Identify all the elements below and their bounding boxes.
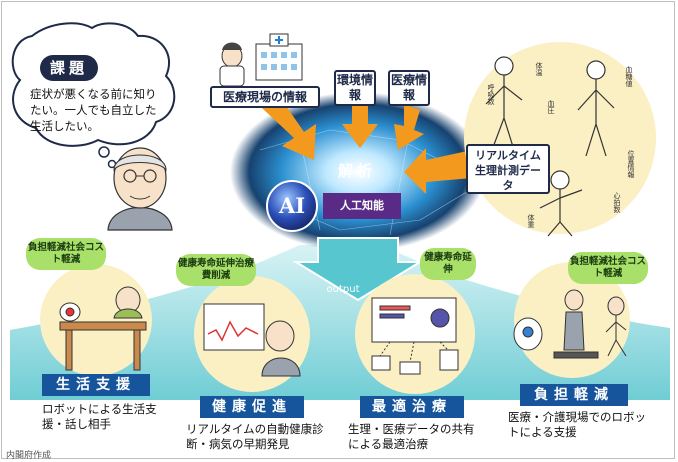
hospital-illustration [219,33,303,87]
analysis-label: 解析 [337,162,376,180]
outcome-bubble-3: 健康寿命延伸 [420,248,476,280]
ai-badge: AI [278,193,306,218]
env-info-label: 環境情報 [334,70,376,106]
outcome-bubble-4: 負担軽減社会コスト軽減 [568,252,648,284]
medical-info-label: 医療情報 [388,70,430,106]
ai-label: 人工知能 [323,193,401,219]
teal-mountain-shape [10,245,670,400]
vital-breathing: 呼吸数 [487,84,495,105]
monitor-person-illustration [203,303,301,377]
robot-table-illustration [59,286,147,371]
vital-blood-pressure: 血圧 [547,100,555,114]
outcome-desc-1: ロボットによる生活支援・話し相手 [42,402,157,431]
ai-ball [266,180,318,232]
issue-label: 課題 [40,55,98,81]
realtime-data-label: リアルタイム生理計測データ [466,144,550,194]
arrow-env [342,104,378,148]
outcome-desc-3: 生理・医療データの共有による最適治療 [348,422,475,451]
body-figures [485,56,615,237]
outcome-bubble-2: 健康寿命延伸治療費削減 [176,254,256,286]
vital-body-temp: 体温 [535,62,543,76]
data-sharing-illustration [371,297,459,375]
output-label: output [326,284,360,295]
thought-bubble [11,22,176,147]
outcome-desc-2: リアルタイムの自動健康診断・病気の早期発見 [186,422,324,451]
medical-site-info-label: 医療現場の情報 [210,86,320,108]
outcome-label-2: 健康促進 [200,396,304,418]
outcome-label-4: 負担軽減 [520,384,628,406]
elderly-man-illustration [107,147,173,231]
vital-blood-sugar: 血糖値 [625,66,633,87]
arrow-medical [394,104,424,150]
source-footer: 内閣府作成 [6,451,52,461]
outcome-label-1: 生活支援 [42,374,150,396]
vital-heart-rate: 心拍数 [613,192,621,213]
arrow-medical-site [262,100,316,160]
outcome-label-3: 最適治療 [360,396,464,418]
care-robot-illustration [513,289,627,359]
arrow-realtime [404,148,472,194]
outcome-bubble-1: 負担軽減社会コスト軽減 [26,238,106,270]
vital-weight: 体重 [527,214,535,228]
issue-text: 症状が悪くなる前に知りたい。一人でも自立した生活したい。 [30,87,157,133]
vital-position: 位置情報 [627,150,635,178]
thought-dot-1 [98,146,110,158]
outcome-desc-4: 医療・介護現場でのロボットによる支援 [508,410,646,439]
